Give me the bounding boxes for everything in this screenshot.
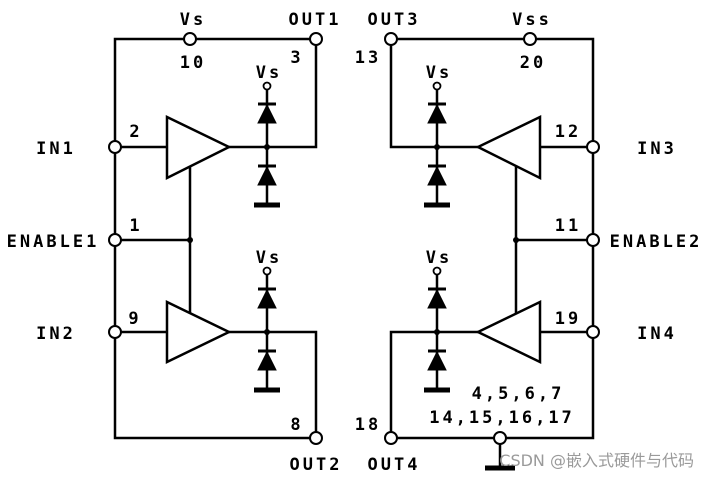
pin-enable1-terminal <box>108 233 122 247</box>
lower-diode <box>427 164 447 186</box>
enable2-junction-dot <box>513 237 519 243</box>
supply-terminal <box>262 81 272 91</box>
pin-number-vss: 20 <box>520 53 546 73</box>
label-out3: OUT3 <box>368 10 421 30</box>
pin-number-out1: 3 <box>290 48 303 68</box>
diode-triangle <box>427 103 447 124</box>
diode-triangle <box>257 165 277 186</box>
output-junction-dot <box>434 144 440 150</box>
pin-number-in1: 2 <box>129 122 142 142</box>
pin-in4-terminal <box>586 325 600 339</box>
label-enable2: ENABLE2 <box>610 232 703 252</box>
buffer-4-triangle <box>475 300 542 364</box>
clamp-diodes-out2: Vs <box>254 248 282 393</box>
label-vs: Vs <box>180 10 206 30</box>
pin-number-out2: 8 <box>290 415 303 435</box>
pin-number-enable2: 11 <box>555 216 581 236</box>
pin-ground-terminal <box>493 431 507 445</box>
pin-out4-terminal <box>384 431 398 445</box>
buffer-3-triangle <box>475 115 542 181</box>
supply-label: Vs <box>426 248 452 268</box>
diode-triangle <box>427 288 447 309</box>
diode-triangle <box>427 165 447 186</box>
upper-diode <box>257 287 277 309</box>
ground-pin-numbers-row1: 4,5,6,7 <box>472 384 565 404</box>
label-out4: OUT4 <box>368 455 421 475</box>
label-out2: OUT2 <box>290 455 343 475</box>
output-junction-dot <box>264 144 270 150</box>
label-in3: IN3 <box>637 139 677 159</box>
watermark: CSDN @嵌入式硬件与代码 <box>499 451 694 470</box>
pin-in3-terminal <box>586 140 600 154</box>
pin-number-in2: 9 <box>128 309 141 329</box>
label-in4: IN4 <box>637 324 677 344</box>
pin-in1-terminal <box>108 140 122 154</box>
supply-terminal <box>262 266 272 276</box>
left-outer-wire <box>113 37 316 440</box>
label-in1: IN1 <box>36 139 76 159</box>
pin-number-in3: 12 <box>555 122 581 142</box>
supply-label: Vs <box>426 63 452 83</box>
label-enable1: ENABLE1 <box>7 232 100 252</box>
supply-label: Vs <box>256 63 282 83</box>
diode-triangle <box>257 288 277 309</box>
label-out1: OUT1 <box>289 10 342 30</box>
pin-vss-terminal <box>523 32 537 46</box>
lower-diode <box>257 164 277 186</box>
buffer-1-triangle <box>165 115 232 181</box>
label-vss: Vss <box>512 10 552 30</box>
ground-pin-numbers-row2: 14,15,16,17 <box>429 408 575 428</box>
supply-label: Vs <box>256 248 282 268</box>
supply-terminal <box>432 81 442 91</box>
out2-wire <box>229 330 318 438</box>
out4-wire <box>389 330 478 438</box>
diode-triangle <box>257 350 277 371</box>
lower-diode <box>257 349 277 371</box>
pin-out2-terminal <box>309 431 323 445</box>
label-in2: IN2 <box>36 324 76 344</box>
pin-number-enable1: 1 <box>129 216 142 236</box>
supply-terminal <box>432 266 442 276</box>
clamp-diodes-out1: Vs <box>254 63 282 208</box>
clamp-diodes-out4: Vs <box>424 248 452 393</box>
upper-diode <box>427 287 447 309</box>
right-outer-wire <box>391 37 595 440</box>
pin-enable2-terminal <box>586 233 600 247</box>
enable1-junction-dot <box>187 237 193 243</box>
clamp-diodes-out3: Vs <box>424 63 452 208</box>
upper-diode <box>427 102 447 124</box>
pin-out1-terminal <box>309 32 323 46</box>
pin-number-out3: 13 <box>355 48 381 68</box>
buffer-2-triangle <box>165 300 232 364</box>
out1-wire <box>229 39 318 149</box>
pin-number-vs: 10 <box>180 53 206 73</box>
diode-triangle <box>257 103 277 124</box>
pin-vs-terminal <box>183 32 197 46</box>
lower-diode <box>427 349 447 371</box>
upper-diode <box>257 102 277 124</box>
output-junction-dot <box>434 329 440 335</box>
pin-number-out4: 18 <box>355 415 381 435</box>
diode-triangle <box>427 350 447 371</box>
out3-wire <box>389 39 478 149</box>
pin-in2-terminal <box>108 325 122 339</box>
pin-number-in4: 19 <box>555 309 581 329</box>
pin-out3-terminal <box>384 32 398 46</box>
output-junction-dot <box>264 329 270 335</box>
